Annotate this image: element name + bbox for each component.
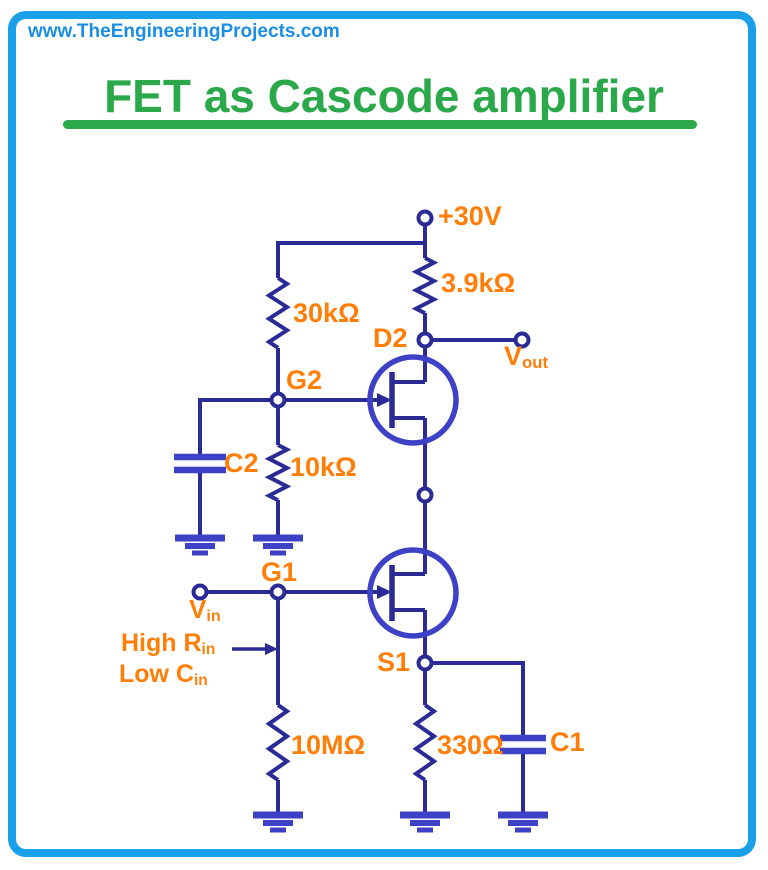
high-rin-sub-text: in bbox=[201, 641, 216, 658]
resistor-30k-symbol bbox=[265, 276, 291, 350]
high-rin-label: High Rin bbox=[121, 629, 216, 658]
resistor-3-9k-label: 3.9kΩ bbox=[441, 268, 516, 298]
ground-rg1-icon bbox=[253, 811, 303, 833]
node-g1 bbox=[269, 583, 287, 601]
node-vin-terminal bbox=[191, 583, 209, 601]
vin-sub-text: in bbox=[206, 607, 221, 625]
vin-main-text: V bbox=[189, 594, 207, 624]
ground-c2-icon bbox=[175, 534, 225, 556]
node-s1-label: S1 bbox=[377, 647, 411, 677]
circuit-wires bbox=[198, 218, 525, 814]
high-rin-arrowhead-icon bbox=[265, 643, 278, 655]
node-interstage bbox=[416, 486, 434, 504]
fet-q1-symbol bbox=[367, 547, 459, 639]
high-rin-main-text: High R bbox=[121, 629, 202, 657]
node-d2 bbox=[416, 331, 434, 349]
resistor-3-9k-symbol bbox=[411, 256, 439, 315]
resistor-10m-label: 10MΩ bbox=[291, 730, 366, 760]
resistor-10k-symbol bbox=[264, 443, 292, 502]
node-g2 bbox=[269, 391, 287, 409]
vin-label: Vin bbox=[189, 594, 221, 625]
title-underline bbox=[63, 120, 697, 129]
fet-q2-gate-arrow-icon bbox=[377, 393, 392, 407]
vout-sub-text: out bbox=[522, 353, 549, 372]
capacitor-c2-symbol bbox=[174, 453, 226, 474]
node-g1-label: G1 bbox=[261, 557, 298, 587]
page-title: FET as Cascode amplifier bbox=[104, 70, 664, 122]
low-cin-sub-text: in bbox=[194, 672, 208, 689]
supply-rail-wire bbox=[276, 218, 427, 278]
s1-to-c1-wire bbox=[425, 661, 525, 735]
capacitor-c1-label: C1 bbox=[550, 727, 585, 757]
resistor-330-symbol bbox=[412, 703, 438, 782]
ground-rs-icon bbox=[400, 811, 450, 833]
ground-rg2b-icon bbox=[253, 534, 303, 556]
vout-main-text: V bbox=[504, 341, 523, 371]
supply-voltage-label: +30V bbox=[438, 201, 502, 231]
resistor-30k-label: 30kΩ bbox=[293, 298, 360, 328]
resistor-10m-symbol bbox=[265, 703, 291, 782]
node-terminals bbox=[191, 209, 531, 672]
node-supply bbox=[416, 209, 434, 227]
node-g2-label: G2 bbox=[286, 365, 323, 395]
low-cin-label: Low Cin bbox=[119, 660, 208, 689]
resistor-10k-label: 10kΩ bbox=[290, 452, 357, 482]
capacitor-c2-label: C2 bbox=[224, 448, 259, 478]
vout-label: Vout bbox=[504, 341, 549, 372]
website-url: www.TheEngineeringProjects.com bbox=[28, 21, 340, 42]
g2-left-and-gate-wire bbox=[198, 398, 380, 455]
resistors bbox=[264, 256, 439, 782]
node-d2-label: D2 bbox=[373, 323, 408, 353]
resistor-330-label: 330Ω bbox=[437, 730, 504, 760]
ground-symbols bbox=[175, 534, 548, 833]
node-vout-terminal bbox=[513, 331, 531, 349]
capacitors bbox=[174, 453, 546, 755]
fet-q2-symbol bbox=[367, 354, 459, 446]
ground-c1-icon bbox=[498, 811, 548, 833]
fet-q1-gate-arrow-icon bbox=[377, 585, 392, 599]
node-s1 bbox=[416, 654, 434, 672]
page-frame bbox=[8, 11, 756, 857]
low-cin-main-text: Low C bbox=[119, 660, 194, 688]
capacitor-c1-symbol bbox=[500, 734, 546, 755]
